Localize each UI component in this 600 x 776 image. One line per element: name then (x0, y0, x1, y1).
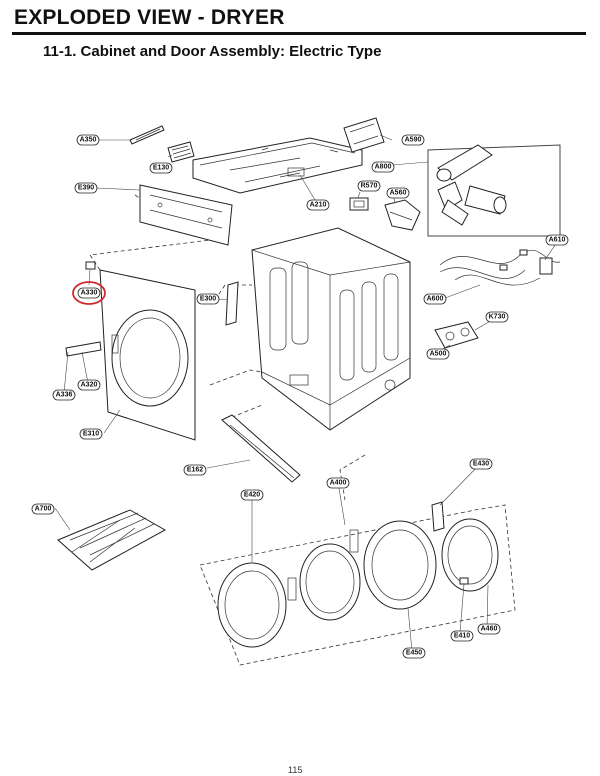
label-k730: K730 (485, 311, 509, 323)
sensor-r570-part (349, 197, 369, 211)
svg-text:E410: E410 (454, 633, 470, 640)
label-a500: A500 (426, 348, 450, 360)
label-e410: E410 (450, 630, 474, 642)
svg-text:E130: E130 (153, 165, 169, 172)
svg-text:E300: E300 (200, 296, 216, 303)
label-a600: A600 (423, 293, 447, 305)
label-e300: E300 (196, 293, 220, 305)
svg-text:A610: A610 (549, 237, 566, 244)
svg-text:E420: E420 (244, 492, 260, 499)
duct-assembly-a800 (427, 144, 561, 237)
label-r570: R570 (357, 180, 381, 192)
label-a210: A210 (306, 199, 330, 211)
label-a610: A610 (545, 234, 569, 246)
label-e310: E310 (79, 428, 103, 440)
svg-text:E450: E450 (406, 650, 422, 657)
label-a700: A700 (31, 503, 55, 515)
page-number: 115 (288, 765, 303, 775)
switch-a320-part (65, 341, 102, 357)
label-e430: E430 (469, 458, 493, 470)
svg-text:A560: A560 (390, 190, 407, 197)
bracket-e390-part (139, 184, 233, 246)
connector-e130-part (167, 141, 195, 163)
svg-text:A700: A700 (35, 506, 52, 513)
svg-text:A210: A210 (310, 202, 327, 209)
label-e130: E130 (149, 162, 173, 174)
label-a320: A320 (77, 379, 101, 391)
section-title: 11-1. Cabinet and Door Assembly: Electri… (43, 43, 382, 60)
top-panel-part (192, 137, 363, 194)
svg-text:E310: E310 (83, 431, 99, 438)
svg-text:A350: A350 (80, 137, 97, 144)
svg-text:A330: A330 (81, 290, 98, 297)
svg-text:A600: A600 (427, 296, 444, 303)
label-a400: A400 (326, 477, 350, 489)
svg-text:E162: E162 (187, 467, 203, 474)
label-a590: A590 (401, 134, 425, 146)
label-a560: A560 (386, 187, 410, 199)
valve-k730-part (434, 321, 479, 349)
label-e420: E420 (240, 489, 264, 501)
svg-text:R570: R570 (361, 183, 378, 190)
assembly-guides (89, 194, 516, 666)
drying-rack-a700 (57, 509, 167, 571)
svg-text:A590: A590 (405, 137, 422, 144)
label-a330: A330 (77, 287, 101, 299)
clip-a330-part (85, 261, 96, 270)
label-a460: A460 (477, 623, 501, 635)
strip-a350-part (129, 125, 165, 145)
vent-a560-part (384, 199, 421, 231)
bracket-e162-part (221, 414, 301, 483)
svg-text:A500: A500 (430, 351, 447, 358)
bracket-a590-part (343, 117, 385, 153)
page-title: EXPLODED VIEW - DRYER (14, 6, 285, 29)
front-panel-e310 (99, 269, 196, 441)
label-a350: A350 (76, 134, 100, 146)
svg-text:A336: A336 (56, 392, 73, 399)
label-a336: A336 (52, 389, 76, 401)
label-a800: A800 (371, 161, 395, 173)
svg-text:E390: E390 (78, 185, 94, 192)
hinge-e300-part (225, 281, 239, 326)
label-e162: E162 (183, 464, 207, 476)
door-assembly (217, 501, 499, 648)
svg-text:A400: A400 (330, 480, 347, 487)
label-e450: E450 (402, 647, 426, 659)
svg-text:A800: A800 (375, 164, 392, 171)
svg-text:E430: E430 (473, 461, 489, 468)
title-divider (12, 32, 586, 35)
cabinet-part (251, 227, 411, 431)
svg-text:A320: A320 (81, 382, 98, 389)
wire-harness-a600 (439, 249, 561, 286)
svg-text:K730: K730 (489, 314, 506, 321)
label-e390: E390 (74, 182, 98, 194)
highlight-circle (72, 281, 106, 305)
svg-text:A460: A460 (481, 626, 498, 633)
